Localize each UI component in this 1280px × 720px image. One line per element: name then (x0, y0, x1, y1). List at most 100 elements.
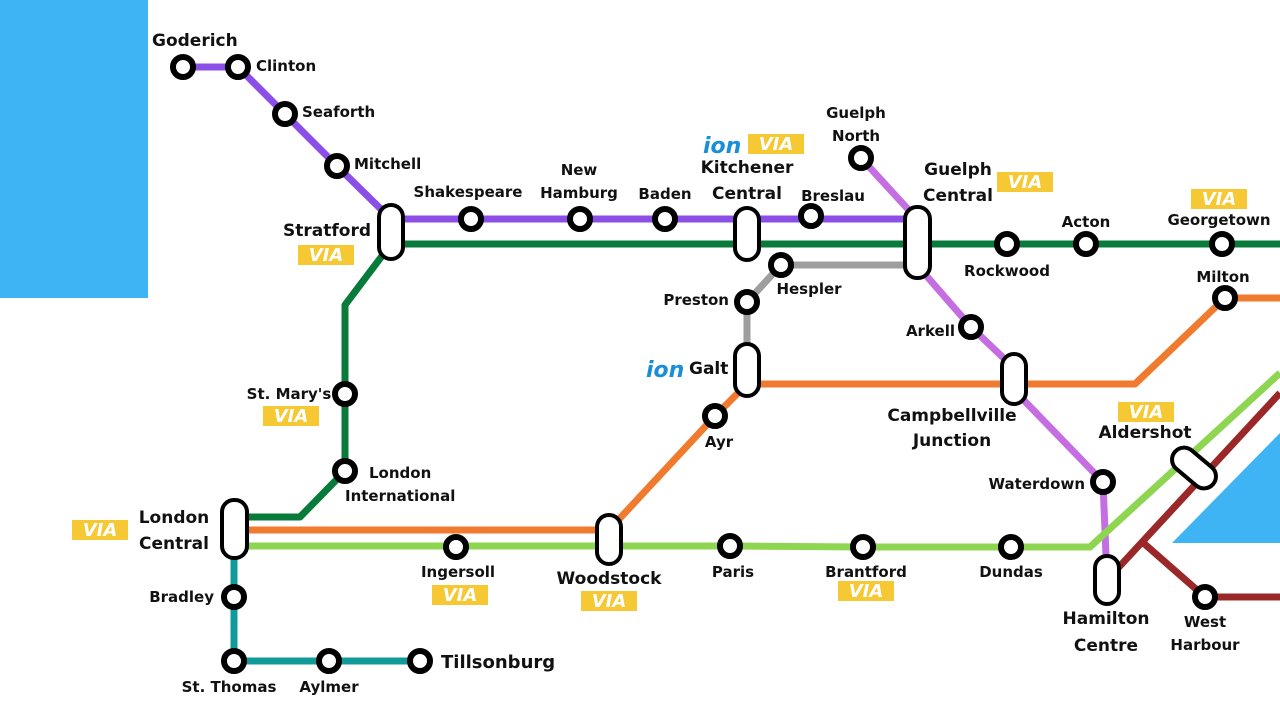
capsule-guelph-central[interactable] (903, 205, 932, 280)
label-campbellville-1: Campbellville (887, 406, 1016, 426)
label-hamilton-centre-2: Centre (1074, 636, 1138, 656)
label-campbellville-2: Junction (912, 431, 991, 451)
label-woodstock: Woodstock (557, 569, 663, 589)
label-guelph-north-1: Guelph (826, 104, 886, 122)
via-text: VIA (274, 406, 309, 427)
station-dundas[interactable] (998, 534, 1024, 560)
station-paris[interactable] (717, 533, 743, 559)
label-london-central-1: London (139, 508, 210, 528)
label-guelph-central-2: Central (923, 186, 993, 206)
station-ingersoll[interactable] (443, 534, 469, 560)
station-milton[interactable] (1212, 285, 1238, 311)
capsule-galt[interactable] (733, 342, 761, 398)
label-arkell: Arkell (906, 322, 955, 340)
station-preston[interactable] (734, 289, 760, 315)
label-acton: Acton (1062, 213, 1111, 231)
label-preston: Preston (663, 291, 729, 309)
label-london-international-1: London (369, 464, 431, 482)
label-aldershot: Aldershot (1098, 423, 1191, 443)
label-tillsonburg: Tillsonburg (441, 652, 555, 673)
label-mitchell: Mitchell (354, 155, 421, 173)
station-clinton[interactable] (225, 54, 251, 80)
capsule-hamilton-centre[interactable] (1093, 554, 1121, 606)
via-badge-st-marys: VIA (263, 406, 319, 427)
via-text: VIA (1202, 189, 1237, 210)
via-badge-woodstock: VIA (581, 591, 637, 612)
capsule-campbellville-junction[interactable] (1000, 352, 1028, 406)
label-aylmer: Aylmer (299, 678, 359, 696)
station-st-marys[interactable] (332, 381, 358, 407)
station-waterdown[interactable] (1090, 469, 1116, 495)
station-labels: Goderich Clinton Seaforth Mitchell Strat… (139, 31, 1271, 696)
label-stratford: Stratford (283, 221, 371, 241)
via-text: VIA (592, 591, 627, 612)
station-acton[interactable] (1073, 231, 1099, 257)
station-west-harbour[interactable] (1192, 584, 1218, 610)
capsule-kitchener-central[interactable] (733, 206, 761, 262)
line-lakeshore-west (234, 370, 1280, 551)
station-st-thomas[interactable] (221, 648, 247, 674)
via-badge-brantford: VIA (838, 581, 894, 602)
station-baden[interactable] (652, 206, 678, 232)
label-ingersoll: Ingersoll (421, 563, 495, 581)
station-rockwood[interactable] (994, 231, 1020, 257)
station-breslau[interactable] (798, 203, 824, 229)
label-seaforth: Seaforth (302, 103, 375, 121)
line-milton (234, 294, 1280, 534)
station-goderich[interactable] (170, 54, 196, 80)
via-text: VIA (83, 520, 118, 541)
label-kitchener-central-2: Central (712, 184, 782, 204)
station-mitchell[interactable] (324, 153, 350, 179)
label-west-harbour-2: Harbour (1170, 636, 1240, 654)
via-text: VIA (759, 134, 794, 155)
station-bradley[interactable] (221, 584, 247, 610)
via-badge-georgetown: VIA (1191, 189, 1247, 210)
label-kitchener-central-1: Kitchener (701, 158, 794, 178)
label-goderich: Goderich (152, 31, 238, 51)
label-rockwood: Rockwood (964, 262, 1050, 280)
station-new-hamburg[interactable] (567, 206, 593, 232)
station-arkell[interactable] (958, 314, 984, 340)
label-waterdown: Waterdown (989, 475, 1085, 493)
via-badge-kitchener: VIA (748, 134, 804, 155)
station-hespler[interactable] (768, 252, 794, 278)
station-brantford[interactable] (850, 534, 876, 560)
station-ayr[interactable] (702, 403, 728, 429)
station-guelph-north[interactable] (848, 145, 874, 171)
label-st-thomas: St. Thomas (182, 678, 277, 696)
label-london-central-2: Central (139, 534, 209, 554)
capsule-stratford[interactable] (377, 203, 405, 261)
ion-logo-galt: ion (646, 358, 684, 383)
station-seaforth[interactable] (272, 101, 298, 127)
capsule-london-central[interactable] (220, 498, 249, 560)
label-west-harbour-1: West (1184, 613, 1226, 631)
label-new-hamburg-2: Hamburg (540, 184, 618, 202)
label-galt: Galt (689, 359, 728, 379)
via-text: VIA (1008, 172, 1043, 193)
station-aylmer[interactable] (316, 648, 342, 674)
via-text: VIA (443, 585, 478, 606)
station-tillsonburg[interactable] (407, 648, 433, 674)
label-london-international-2: International (345, 487, 455, 505)
line-st-thomas (230, 545, 420, 665)
label-baden: Baden (638, 185, 691, 203)
label-breslau: Breslau (801, 187, 865, 205)
via-text: VIA (309, 245, 344, 266)
via-text: VIA (849, 581, 884, 602)
capsule-aldershot[interactable] (1167, 443, 1221, 494)
station-dots (170, 54, 1238, 674)
label-bradley: Bradley (149, 588, 214, 606)
lake-ontario-water (1172, 433, 1280, 543)
station-london-international[interactable] (332, 458, 358, 484)
station-shakespeare[interactable] (458, 206, 484, 232)
via-badge-london: VIA (72, 520, 128, 541)
line-ion (743, 261, 917, 370)
station-georgetown[interactable] (1209, 231, 1235, 257)
label-ayr: Ayr (705, 433, 734, 451)
via-badge-ingersoll: VIA (432, 585, 488, 606)
label-dundas: Dundas (979, 563, 1043, 581)
capsule-woodstock[interactable] (595, 513, 623, 566)
via-badge-aldershot: VIA (1118, 402, 1174, 423)
label-georgetown: Georgetown (1167, 211, 1270, 229)
